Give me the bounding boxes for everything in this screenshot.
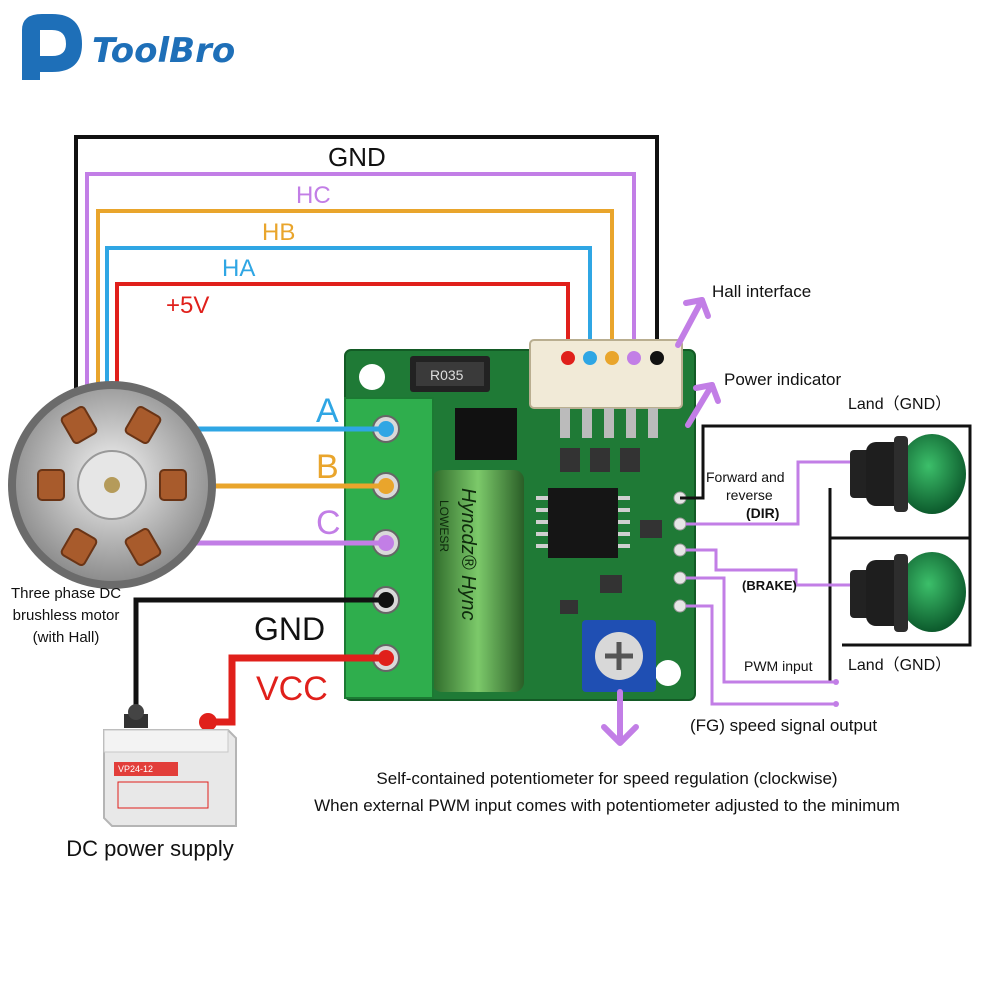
- bldc-motor: [8, 381, 216, 589]
- v5-wire-label: +5V: [166, 292, 209, 319]
- hall-pins: [561, 351, 664, 365]
- hall-connector: [529, 339, 683, 409]
- phase-a-label: A: [316, 392, 339, 430]
- hc-wire: [85, 172, 636, 395]
- land-gnd-top-label: Land（GND）: [848, 395, 951, 413]
- dir-label: (DIR): [746, 505, 779, 521]
- logo-mark-icon: [22, 14, 82, 80]
- hc-wire-label: HC: [296, 182, 331, 209]
- pwm-input-label: PWM input: [744, 658, 813, 674]
- vcc-supply-wire: [208, 654, 386, 726]
- battery-model: VP24-12: [118, 764, 153, 774]
- dir-push-button[interactable]: [850, 434, 966, 514]
- driver-ic: [455, 408, 517, 460]
- motor-label-line1: Three phase DC: [11, 585, 121, 602]
- potentiometer-arrow: [601, 689, 639, 746]
- hb-wire: [96, 209, 614, 395]
- land-gnd-bottom-label: Land（GND）: [848, 656, 951, 674]
- capacitor-text: Hyncdz® Hync: [457, 488, 479, 621]
- power-indicator-arrow: [685, 382, 721, 428]
- gnd-wire-label: GND: [328, 142, 386, 172]
- fg-output-label: (FG) speed signal output: [690, 716, 877, 735]
- ha-wire-label: HA: [222, 255, 255, 282]
- vcc-supply-label: VCC: [256, 670, 328, 708]
- phase-c-label: C: [316, 504, 341, 542]
- hall-interface-label: Hall interface: [712, 282, 811, 301]
- resistor-code: R035: [430, 367, 464, 383]
- mcu-chip: [548, 488, 618, 558]
- brake-push-button[interactable]: [850, 552, 966, 632]
- gnd-supply-wire: [133, 597, 386, 720]
- signal-wiring: [686, 460, 850, 706]
- ha-wire: [105, 246, 592, 395]
- forward-reverse-label-2: reverse: [726, 487, 773, 503]
- motor-label-line2: brushless motor: [13, 607, 120, 624]
- phase-wiring: [176, 426, 386, 546]
- capacitor-subtext: LOWESR: [437, 500, 451, 552]
- motor-label-line3: (with Hall): [33, 629, 100, 646]
- brand-logo: ToolBro: [22, 14, 235, 80]
- electrolytic-capacitor: [432, 470, 524, 692]
- phase-b-label: B: [316, 448, 339, 486]
- caption-line2: When external PWM input comes with poten…: [314, 796, 900, 815]
- hall-wiring: [74, 135, 659, 395]
- forward-reverse-label-1: Forward and: [706, 469, 785, 485]
- hall-interface-arrow: [675, 297, 711, 348]
- power-indicator-label: Power indicator: [724, 370, 842, 389]
- v5-wire: [115, 282, 570, 395]
- brand-name: ToolBro: [92, 31, 235, 71]
- gnd-supply-label: GND: [254, 611, 325, 647]
- hb-wire-label: HB: [262, 219, 295, 246]
- caption-line1: Self-contained potentiometer for speed r…: [376, 769, 837, 788]
- brake-label: (BRAKE): [742, 578, 797, 593]
- battery: VP24-12: [103, 704, 237, 827]
- gnd-wire: [74, 135, 659, 395]
- dc-supply-label: DC power supply: [66, 836, 234, 861]
